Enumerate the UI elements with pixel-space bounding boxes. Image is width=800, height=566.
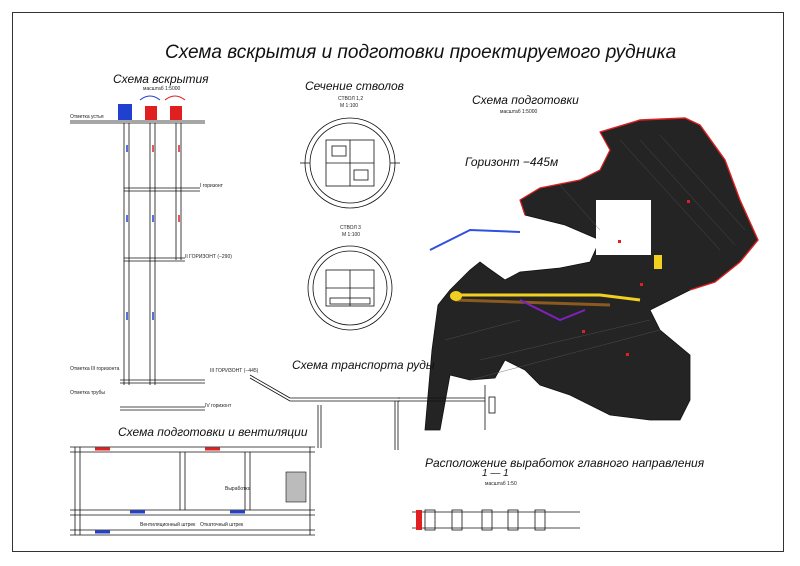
level-4-label: IV горизонт: [205, 403, 232, 409]
section-marker: [416, 510, 422, 530]
level-mark-label: Отметка III горизонта: [70, 366, 120, 372]
section-mark: 1 — 1: [482, 468, 509, 479]
opening-title: Схема вскрытия: [113, 72, 209, 86]
shaft-section-1: [300, 117, 400, 209]
opening-scale: масштаб 1:5000: [143, 86, 181, 92]
page-title: Схема вскрытия и подготовки проектируемо…: [165, 42, 677, 63]
ventilation-marks: [95, 447, 245, 534]
surface-mark-label: Отметка устья: [70, 114, 104, 120]
opening-scheme: [70, 120, 205, 411]
shaft-section-2: [307, 245, 393, 331]
vent-label-workings: Выработка: [225, 486, 251, 492]
transport-scheme: [249, 374, 486, 450]
level-2-label: II ГОРИЗОНТ (−290): [185, 254, 232, 260]
vent-label-haulage: Откаточный штрек: [200, 522, 244, 528]
section-1-1: [412, 509, 580, 531]
mine-development-plan: [424, 117, 759, 431]
level-1-label: I горизонт: [200, 183, 223, 189]
shaft-12-label: СТВОЛ 1,2: [338, 96, 364, 102]
airflow-arrows: [126, 145, 180, 320]
development-scale: масштаб 1:5000: [500, 109, 538, 115]
vent-label-airway: Вентиляционный штрек: [140, 522, 196, 528]
drawing-frame: [12, 12, 784, 552]
development-title: Схема подготовки: [472, 93, 579, 107]
ventilation-scheme: [70, 446, 315, 536]
ore-bin: [488, 396, 496, 414]
ventilation-title: Схема подготовки и вентиляции: [118, 425, 308, 439]
horizon-label: Горизонт −445м: [465, 155, 559, 169]
shafts-title: Сечение стволов: [305, 79, 404, 93]
transport-title: Схема транспорта руды: [292, 358, 435, 372]
section-scale: масштаб 1:50: [485, 481, 517, 487]
headframes: [118, 95, 186, 120]
shaft-12-scale: М 1:100: [340, 103, 359, 109]
level-3-label: III ГОРИЗОНТ (−445): [210, 368, 259, 374]
shaft-3-scale: М 1:100: [342, 232, 361, 238]
workings-title: Расположение выработок главного направле…: [425, 456, 705, 470]
shaft-3-label: СТВОЛ 3: [340, 225, 361, 231]
pipe-mark-label: Отметка трубы: [70, 390, 106, 396]
ore-body-hatch: [285, 471, 307, 503]
